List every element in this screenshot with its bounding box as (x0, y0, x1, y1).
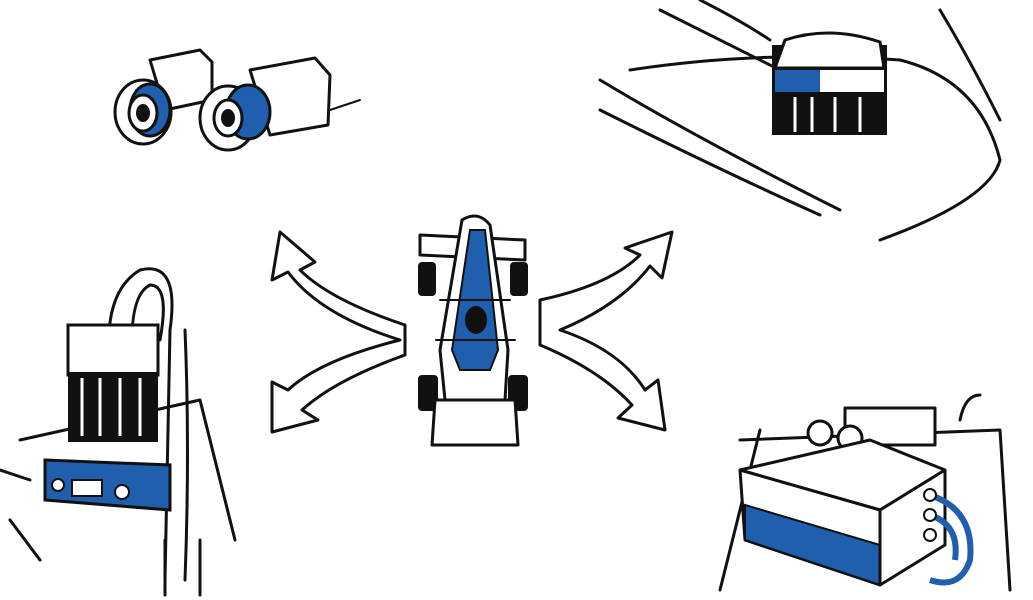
lidar-icon (598, 0, 1002, 242)
double-arrow-icon (538, 230, 674, 432)
camera-icon (198, 56, 361, 152)
computer-box-icon (718, 393, 1012, 592)
double-arrow-icon (270, 230, 407, 434)
camera-icon (113, 48, 214, 146)
race-car-icon (418, 214, 528, 447)
lidar-icon (0, 267, 237, 597)
